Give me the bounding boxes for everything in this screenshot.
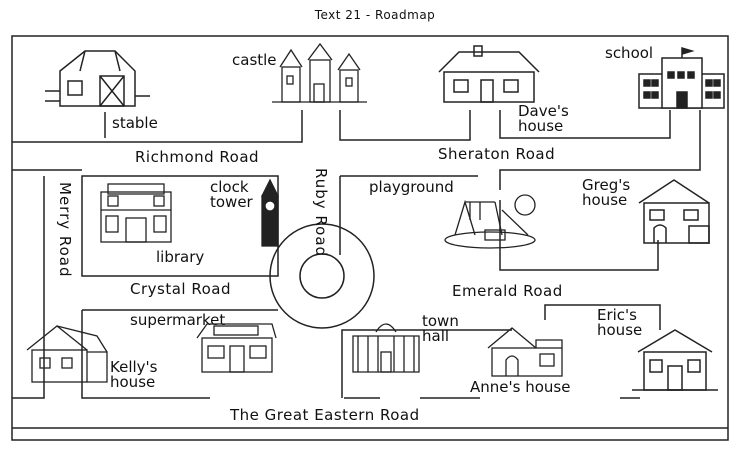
school-icon [638,46,725,109]
label-school: school [605,44,654,62]
label-town-hall: town hall [422,312,459,345]
road-label-emerald: Emerald Road [452,282,563,300]
road-label-ruby: Ruby Road [312,168,330,258]
label-supermarket: supermarket [130,311,226,329]
castle-icon [272,42,367,103]
house-icon [438,45,540,103]
label-playground: playground [369,178,454,196]
label-annes-house: Anne's house [470,378,571,396]
house-icon [26,325,108,383]
label-library: library [156,248,205,266]
label-daves-house: Dave's house [518,102,569,135]
playground-icon [444,194,536,249]
clock-tower-icon [260,178,280,247]
house-icon [638,179,710,244]
road-edges [12,110,701,399]
label-castle: castle [232,51,277,69]
road-label-sheraton: Sheraton Road [438,145,556,163]
barn-icon [45,50,150,107]
label-gregs-house: Greg's house [582,176,631,209]
label-kellys-house: Kelly's house [110,358,158,391]
road-label-great-eastern: The Great Eastern Road [230,406,420,424]
label-stable: stable [112,114,158,132]
label-erics-house: Eric's house [597,306,643,339]
road-label-merry: Merry Road [56,182,74,278]
road-label-richmond: Richmond Road [135,148,260,166]
label-clock-tower: clock tower [210,178,253,211]
page-title: Text 21 - Roadmap [314,8,436,22]
library-icon [100,183,172,243]
supermarket-icon [196,323,277,373]
road-label-crystal: Crystal Road [130,280,231,298]
town-hall-icon [352,323,420,373]
house-icon [632,329,718,391]
map-border [11,35,729,441]
house-icon [487,327,563,377]
